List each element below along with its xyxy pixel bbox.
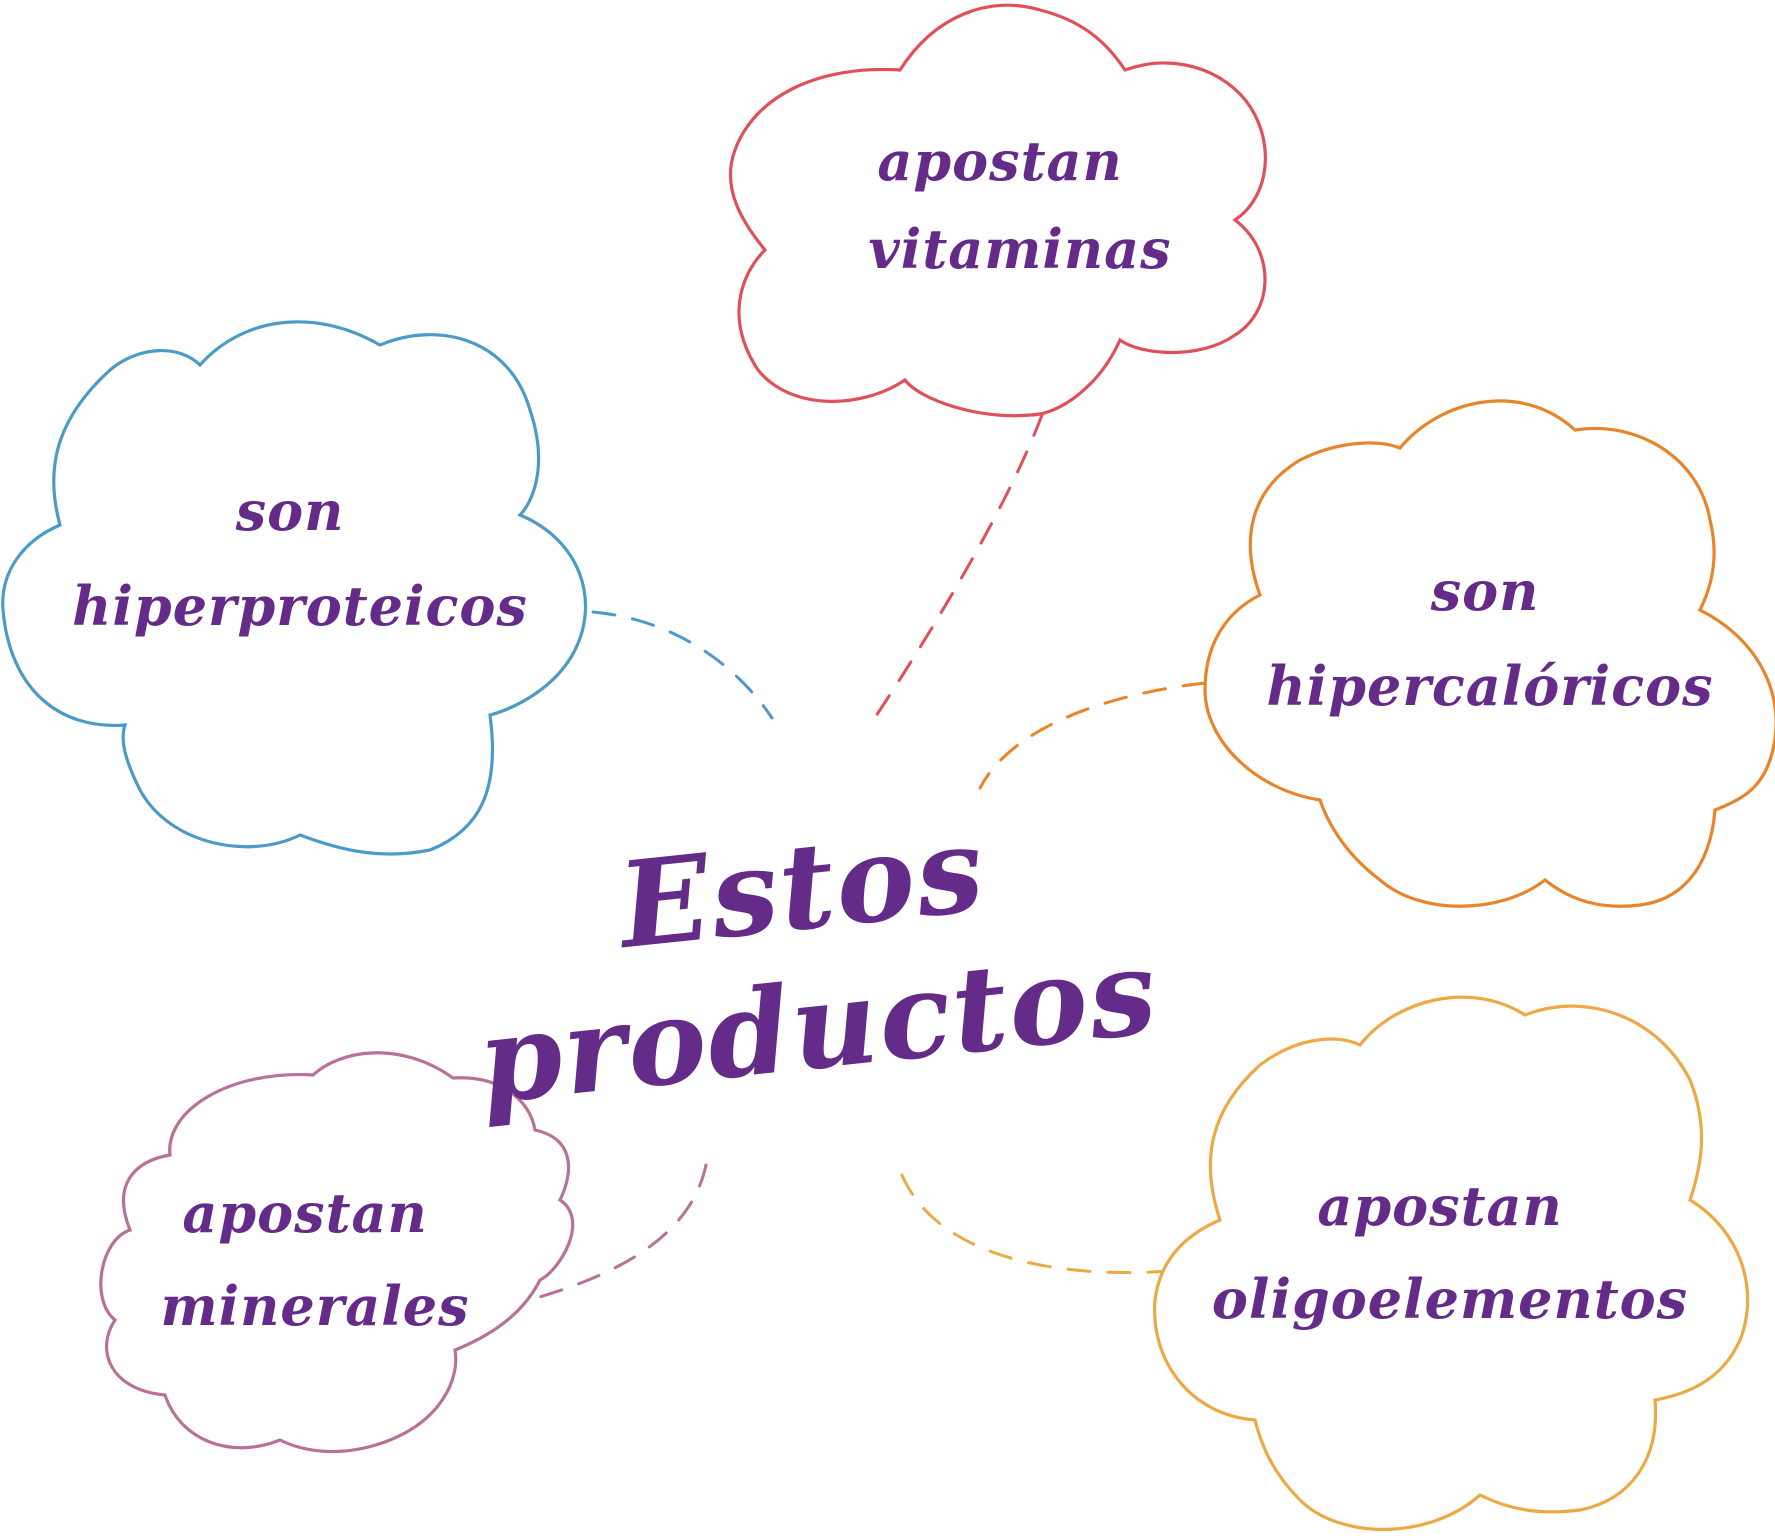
cloud-outline [1,320,588,856]
cloud-line-2: minerales [161,1274,470,1338]
center-title: Estos productos [457,782,1164,1131]
cloud-outline [1153,995,1750,1531]
cloud-line-2: hipercalóricos [1266,654,1713,718]
cloud-line-1: apostan [182,1181,427,1245]
connector-minerales [508,1163,708,1307]
cloud-node-oligoelementos: apostan oligoelementos [1153,995,1750,1531]
cloud-text-hiperproteicos: son hiperproteicos [72,479,528,638]
cloud-text-vitaminas: apostan vitaminas [868,129,1171,281]
connectors [508,413,1207,1307]
cloud-node-hiperproteicos: son hiperproteicos [1,320,588,856]
cloud-outline [728,3,1267,418]
cloud-line-2: oligoelementos [1212,1267,1688,1331]
cloud-line-1: son [1430,559,1540,623]
cloud-text-oligoelementos: apostan oligoelementos [1212,1174,1688,1331]
connector-oligoelementos [898,1168,1172,1275]
cloud-line-2: vitaminas [868,217,1171,281]
connector-vitaminas [868,413,1044,727]
cloud-line-1: son [235,479,345,543]
cloud-node-hipercaloricos: son hipercalóricos [1203,399,1775,908]
cloud-line-2: hiperproteicos [72,574,528,638]
center-node: Estos productos [457,782,1164,1131]
cloud-node-vitaminas: apostan vitaminas [728,3,1267,418]
cloud-outline [99,1051,575,1454]
connector-hiperproteicos [591,610,774,720]
cloud-text-hipercaloricos: son hipercalóricos [1266,559,1713,718]
connector-hipercaloricos [978,681,1207,790]
cloud-line-1: apostan [877,129,1122,193]
cloud-line-1: apostan [1317,1174,1562,1238]
cloud-text-minerales: apostan minerales [161,1181,470,1338]
cloud-node-minerales: apostan minerales [99,1051,575,1454]
cloud-outline [1203,399,1775,908]
